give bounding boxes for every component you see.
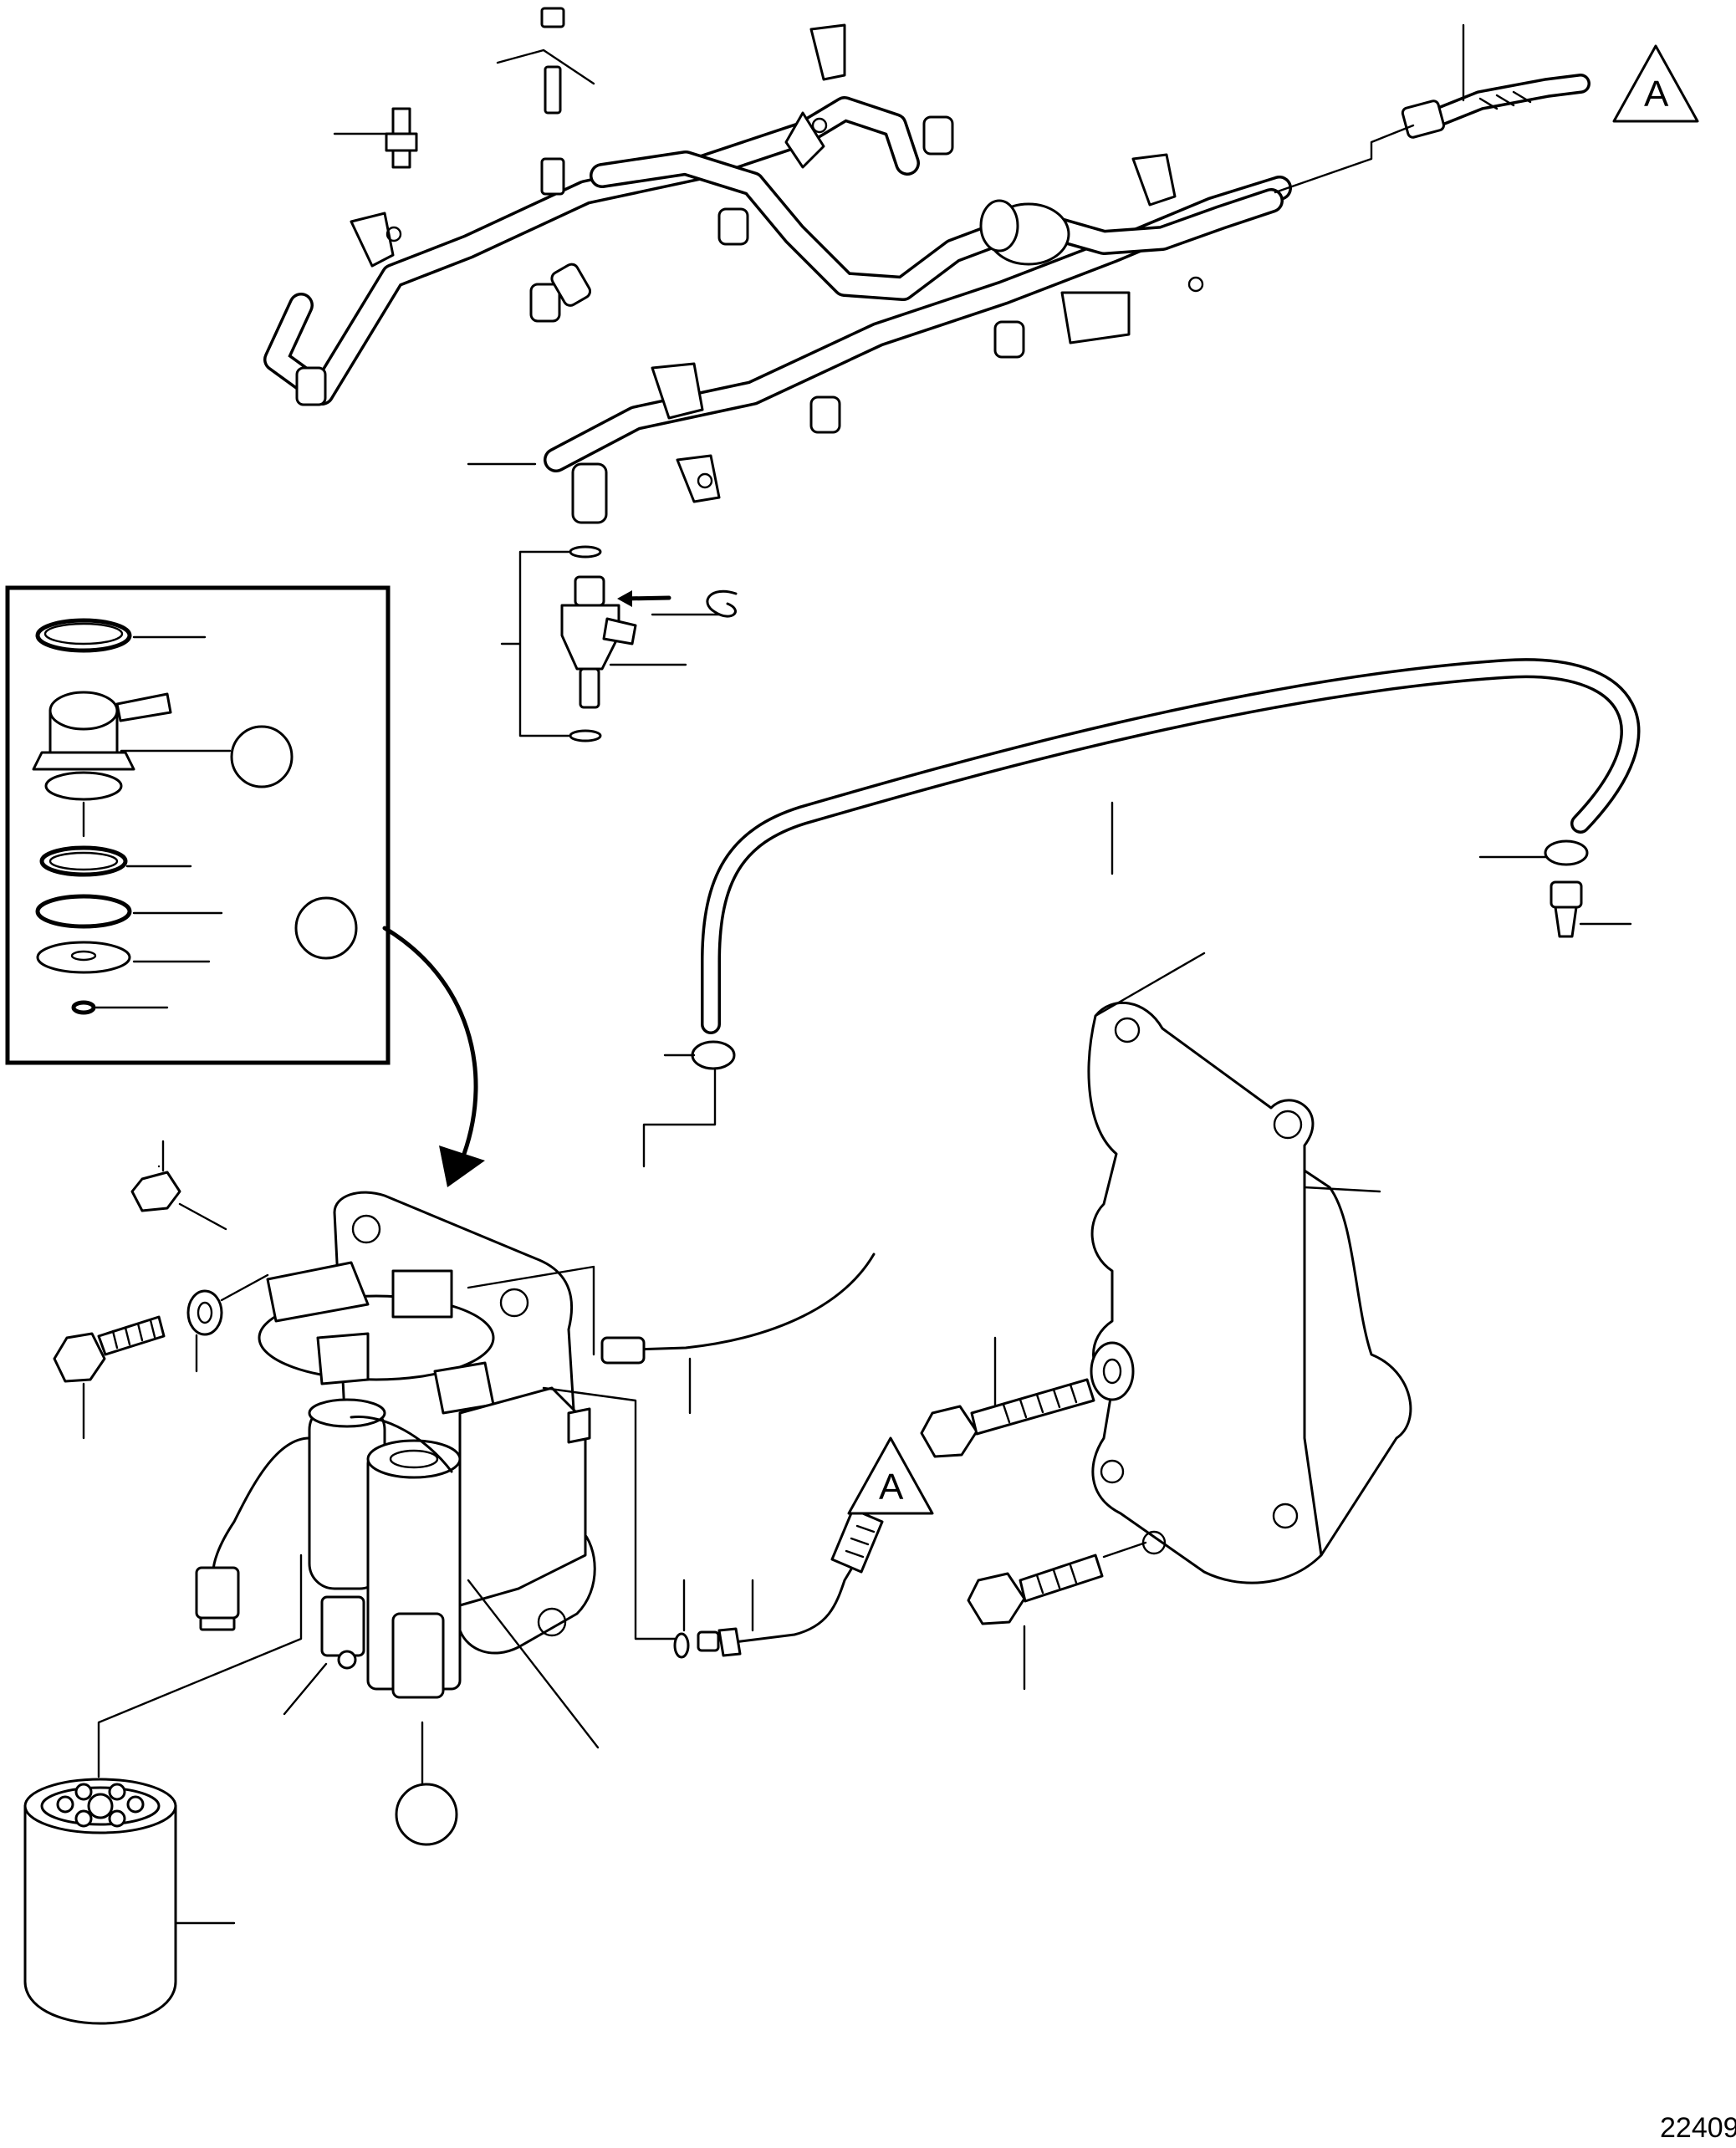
fuel-rail [263, 7, 1292, 524]
connection-marker-bottom-label: A [879, 1467, 904, 1508]
figure-reference-number: 22409 [1660, 2112, 1736, 2144]
connection-marker-top-label: A [1644, 74, 1669, 115]
inset-arrow [382, 926, 485, 1187]
connection-marker-bottom: A [847, 1436, 934, 1515]
bolts [53, 1140, 1147, 1691]
flex-fuel-line-top [1274, 74, 1590, 194]
regulator-inset [5, 585, 391, 1065]
fuel-filter-element [23, 1554, 303, 2025]
fuel-injector [500, 545, 738, 742]
mounting-bracket [1087, 952, 1412, 1584]
connection-marker-top: A [1612, 44, 1699, 123]
service-callouts [283, 23, 1465, 1846]
return-hose [642, 658, 1641, 1168]
fuel-filter-pump-assembly [195, 1191, 876, 1699]
flex-fuel-line-bottom [673, 1508, 884, 1659]
